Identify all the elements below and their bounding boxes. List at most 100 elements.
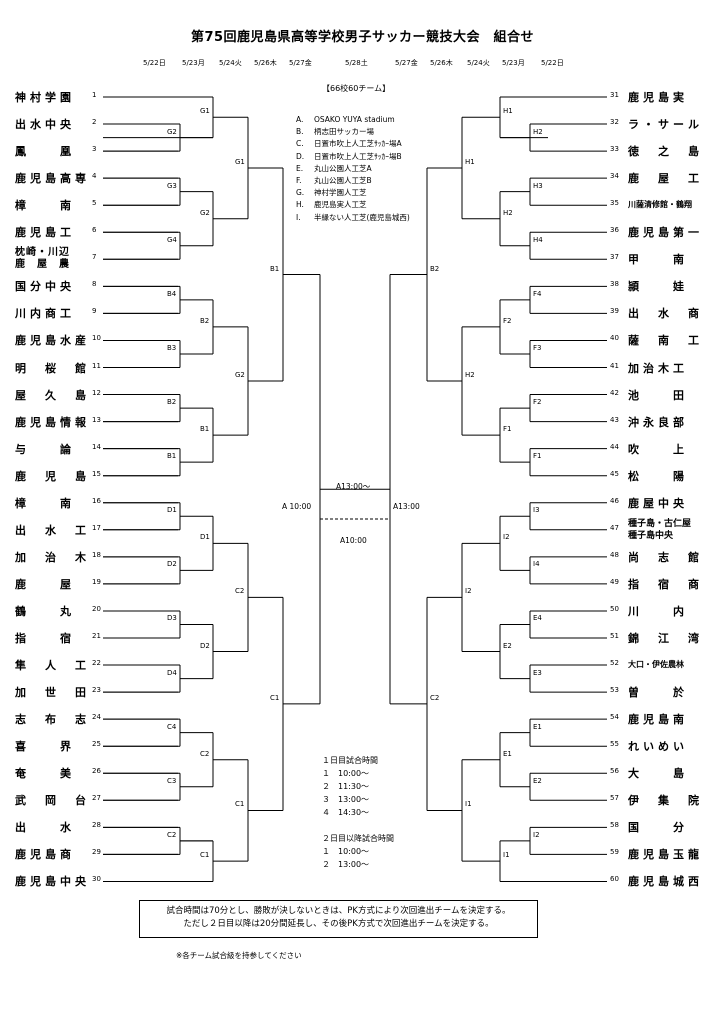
match-label: I1 <box>503 851 510 860</box>
date-right-3: 5/24火 <box>467 59 490 67</box>
team-number: 40 <box>610 334 619 343</box>
match-label: E4 <box>533 614 542 623</box>
team-number: 9 <box>92 307 97 316</box>
team-number: 47 <box>610 523 619 532</box>
venue-item: D.日置市吹上人工芝ｻｯｶｰ場B <box>296 151 402 161</box>
team-number: 8 <box>92 280 97 289</box>
match-label: I1 <box>465 800 472 809</box>
team-name: 明 桜 館 <box>15 361 90 375</box>
team-name: 出 水 工 <box>15 523 90 537</box>
team-name: 国分中央 <box>15 280 75 294</box>
team-name: 鶴 丸 <box>15 604 75 618</box>
team-name: れいめい <box>628 740 688 754</box>
team-number: 17 <box>92 523 101 532</box>
team-name: 鹿児島工 <box>15 226 75 240</box>
team-name: 鹿児島中央 <box>15 875 90 889</box>
team-name: 沖永良部 <box>628 415 688 429</box>
team-number: 4 <box>92 172 97 181</box>
match-label: D1 <box>200 533 210 542</box>
team-name: 鹿児島実 <box>628 91 688 104</box>
match-label: C2 <box>235 587 245 596</box>
venue-header: 【66校60チーム】 <box>322 84 391 93</box>
team-number: 5 <box>92 199 97 208</box>
team-name: 鹿児島玉龍 <box>628 848 703 862</box>
team-number: 36 <box>610 226 619 235</box>
match-label: C2 <box>200 749 210 758</box>
match-label: G3 <box>167 181 177 190</box>
team-number: 53 <box>610 686 619 695</box>
date-left-4: 5/26木 <box>254 59 277 67</box>
date-center: 5/28土 <box>345 59 368 67</box>
schedule-day2: ２日目以降試合時間 １ 10:00～ ２ 13:00～ <box>322 832 394 871</box>
team-number: 29 <box>92 848 101 857</box>
schedule-slot: ２ 13:00～ <box>322 860 370 869</box>
date-right-2: 5/26木 <box>430 59 453 67</box>
match-label: D3 <box>167 614 177 623</box>
team-name: 樟 南 <box>15 199 75 213</box>
team-name: 吹 上 <box>628 442 688 456</box>
rules-note: 試合時間は70分とし、勝敗が決しないときは、PK方式により次回進出チームを決定す… <box>139 900 538 938</box>
match-label: H3 <box>533 181 543 190</box>
match-label: C2 <box>167 830 177 839</box>
match-label: E1 <box>533 722 542 731</box>
page-title: 第75回鹿児島県高等学校男子サッカー競技大会 組合せ <box>190 30 535 45</box>
match-label: F1 <box>533 452 542 461</box>
team-name: 鹿 屋 <box>15 577 75 591</box>
match-label: C4 <box>167 722 177 731</box>
team-number: 31 <box>610 91 619 99</box>
match-label: F2 <box>533 398 542 407</box>
team-number: 37 <box>610 253 619 262</box>
team-number: 35 <box>610 199 619 208</box>
team-name: 大 島 <box>628 767 688 781</box>
match-label: I4 <box>533 560 540 569</box>
team-name: ラ・サール <box>628 118 703 132</box>
team-name: 曽 於 <box>628 686 688 700</box>
team-number: 50 <box>610 604 619 613</box>
date-right-4: 5/23月 <box>502 59 525 67</box>
schedule-slot: １ 10:00～ <box>322 769 370 778</box>
team-number: 55 <box>610 740 619 749</box>
team-number: 52 <box>610 659 619 668</box>
team-name: 喜 界 <box>15 740 75 754</box>
team-number: 45 <box>610 469 619 478</box>
venue-list: A.OSAKO YUYA stadium B.柄志田サッカー場 C.日置市吹上人… <box>296 114 410 224</box>
venue-item: E.丸山公園人工芝A <box>296 163 372 173</box>
team-name: 指 宿 商 <box>628 577 703 591</box>
team-name: 屋 久 島 <box>15 388 90 402</box>
team-number: 34 <box>610 172 619 181</box>
schedule-day2-title: ２日目以降試合時間 <box>322 834 394 843</box>
team-number: 54 <box>610 713 619 722</box>
match-label: G2 <box>235 371 245 380</box>
match-label: D4 <box>167 668 177 677</box>
schedule-slot: ３ 13:00～ <box>322 795 370 804</box>
team-number: 11 <box>92 361 101 370</box>
venue-item: H.鹿児島実人工芝 <box>296 200 367 210</box>
team-number: 48 <box>610 550 619 559</box>
date-left-5: 5/27金 <box>289 59 312 67</box>
date-right-5: 5/22日 <box>541 59 564 67</box>
match-label: D2 <box>200 641 210 650</box>
team-number: 12 <box>92 388 101 397</box>
match-label: C3 <box>167 776 177 785</box>
team-number: 20 <box>92 604 101 613</box>
team-number: 60 <box>610 875 619 884</box>
team-name: 鹿児島城西 <box>628 875 703 889</box>
team-name: 種子島・古仁屋種子島中央 <box>628 518 692 541</box>
team-number: 33 <box>610 145 619 154</box>
team-number: 56 <box>610 767 619 776</box>
team-number: 7 <box>92 253 97 262</box>
match-label: H2 <box>465 371 475 380</box>
team-number: 46 <box>610 496 619 505</box>
team-number: 30 <box>92 875 101 884</box>
team-number: 42 <box>610 388 619 397</box>
match-label: F4 <box>533 289 542 298</box>
team-name: 樟 南 <box>15 496 75 510</box>
team-name: 隼 人 工 <box>15 659 90 673</box>
team-name: 加 治 木 <box>15 550 90 564</box>
team-number: 19 <box>92 577 101 586</box>
final-top-time: A13:00～ <box>336 482 371 491</box>
team-name: 松 陽 <box>628 469 688 483</box>
date-right-1: 5/27金 <box>395 59 418 67</box>
venue-item: A.OSAKO YUYA stadium <box>296 115 395 124</box>
team-number: 25 <box>92 740 101 749</box>
